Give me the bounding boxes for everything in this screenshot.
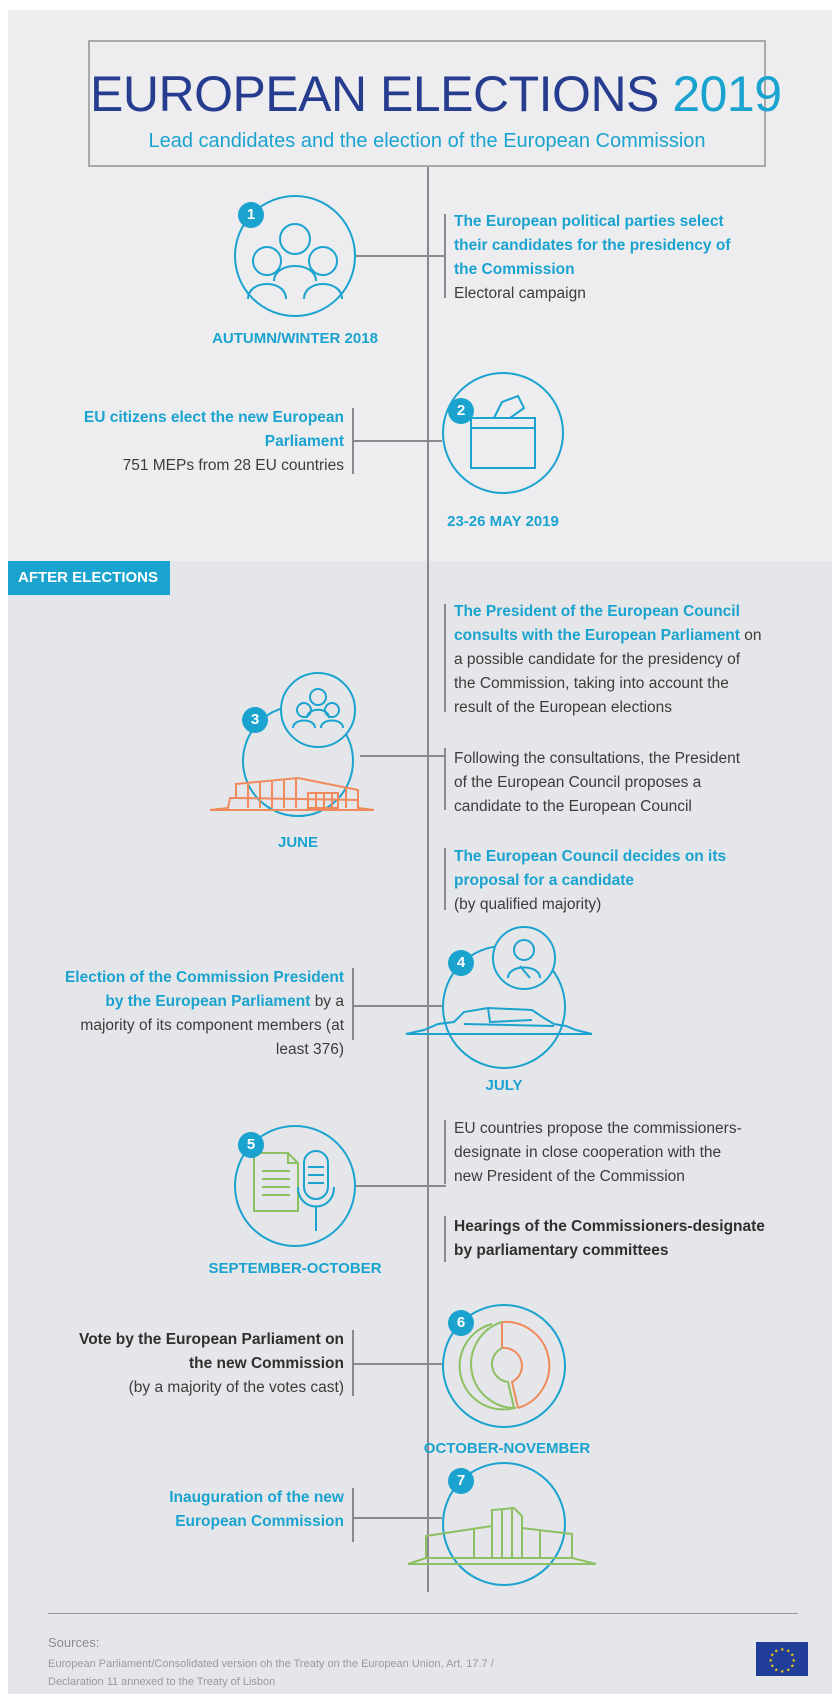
svg-text:★: ★ [769,1658,774,1664]
step-3-text-block-2: Following the consultations, the Preside… [454,750,741,815]
svg-text:★: ★ [790,1664,795,1670]
president-icon [507,939,541,979]
step-7-highlight: Inauguration of the new European Commiss… [169,1489,344,1530]
svg-text:★: ★ [792,1658,797,1664]
step-7-text-bar [352,1488,354,1542]
step-3-text-bar [444,604,446,712]
step-6-text-bar [352,1330,354,1396]
step-1-number: 1 [238,202,264,228]
step-7-circle [442,1462,566,1586]
step-1-connector [356,255,446,257]
svg-text:★: ★ [780,1669,785,1675]
infographic: EUROPEAN ELECTIONS 2019 Lead candidates … [8,10,832,1694]
after-elections-background [8,561,832,1694]
step-1-highlight: The European political parties select th… [454,213,731,278]
svg-text:★: ★ [786,1668,791,1674]
step-5-circle [234,1125,356,1247]
sources-title: Sources: [48,1635,100,1650]
title-part1: EUROPEAN ELECTIONS [90,66,659,122]
step-2-connector [354,440,442,442]
step-4-detail: by a majority of its component members (… [80,993,344,1058]
step-7-number: 7 [448,1468,474,1494]
step-3-highlight-3: The European Council decides on its prop… [454,848,727,889]
step-3-number: 3 [242,707,268,733]
svg-text:★: ★ [786,1649,791,1655]
step-5-text-block-1: EU countries propose the commissioners-d… [454,1120,742,1185]
step-3-text-bar-3 [444,848,446,910]
step-1-detail: Electoral campaign [454,285,586,302]
step-3-detail-1: on a possible candidate for the presiden… [454,627,762,716]
step-4-connector [354,1005,442,1007]
step-2-circle [442,372,564,494]
page-title: EUROPEAN ELECTIONS 2019 [90,66,782,122]
hearing-microphone-icon [253,1150,335,1231]
step-2-date: 23-26 MAY 2019 [447,513,559,530]
step-5-text-block-2: Hearings of the Commissioners-designate … [454,1218,765,1259]
step-2-text: EU citizens elect the new European Parli… [68,406,344,478]
step-3-text-block-3: The European Council decides on its prop… [454,845,764,917]
step-5-text-bar [444,1120,446,1184]
title-box: EUROPEAN ELECTIONS 2019 Lead candidates … [88,40,782,167]
svg-text:★: ★ [774,1668,779,1674]
ballot-box-icon [470,394,536,469]
step-2-detail: 751 MEPs from 28 EU countries [122,457,344,474]
step-5-text-bar-2 [444,1216,446,1262]
step-4-text: Election of the Commission President by … [48,966,344,1062]
step-6-number: 6 [448,1310,474,1336]
timeline-line [427,167,429,1592]
step-4-number: 4 [448,950,474,976]
step-6-connector [354,1363,442,1365]
step-4-text-bar [352,968,354,1040]
parliament-strasbourg-icon [405,1006,593,1035]
step-1-date: AUTUMN/WINTER 2018 [212,330,378,347]
step-3-text-bar-2 [444,748,446,810]
step-2-highlight: EU citizens elect the new European Parli… [83,409,344,450]
step-4-date: JULY [485,1077,523,1094]
svg-text:★: ★ [770,1664,775,1670]
svg-text:★: ★ [790,1653,795,1659]
step-5-number: 5 [238,1132,264,1158]
eu-flag-icon: ★ ★ ★ ★ ★ ★ ★ ★ ★ ★ ★ ★ [756,1642,808,1676]
step-6-detail: (by a majority of the votes cast) [128,1379,344,1396]
step-1-text: The European political parties select th… [454,210,754,306]
step-5-date: SEPTEMBER-OCTOBER [208,1260,382,1277]
step-1-circle [234,195,356,317]
sources-text: European Parliament/Consolidated version… [48,1658,494,1688]
step-6-bold: Vote by the European Parliament on the n… [79,1331,344,1372]
title-year: 2019 [672,66,782,122]
after-elections-label: AFTER ELECTIONS [8,561,170,595]
step-4-highlight: Election of the Commission President by … [64,969,344,1010]
step-3-date: JUNE [277,834,318,851]
step-4-bubble-circle [492,926,556,990]
hemicycle-vote-icon [458,1320,551,1411]
consultation-people-icon [292,688,344,729]
footer-divider [48,1613,798,1614]
parliament-building-icon [209,776,375,811]
svg-text:★: ★ [770,1653,775,1659]
commission-building-icon [407,1506,597,1565]
svg-text:★: ★ [774,1649,779,1655]
step-5-connector [356,1185,446,1187]
step-3-detail-3: (by qualified majority) [454,896,602,913]
step-3-highlight-1: The President of the European Council co… [454,603,740,644]
step-2-text-bar [352,408,354,474]
step-7-connector [354,1517,442,1519]
people-icon [247,223,343,300]
step-3-text-block-1: The President of the European Council co… [454,600,764,720]
svg-text:★: ★ [780,1647,785,1653]
step-6-date: OCTOBER-NOVEMBER [423,1440,591,1457]
page-subtitle: Lead candidates and the election of the … [148,130,706,152]
step-6-circle [442,1304,566,1428]
step-2-number: 2 [448,398,474,424]
step-3-connector [360,755,446,757]
step-6-text: Vote by the European Parliament on the n… [68,1328,344,1400]
step-1-text-bar [444,214,446,298]
